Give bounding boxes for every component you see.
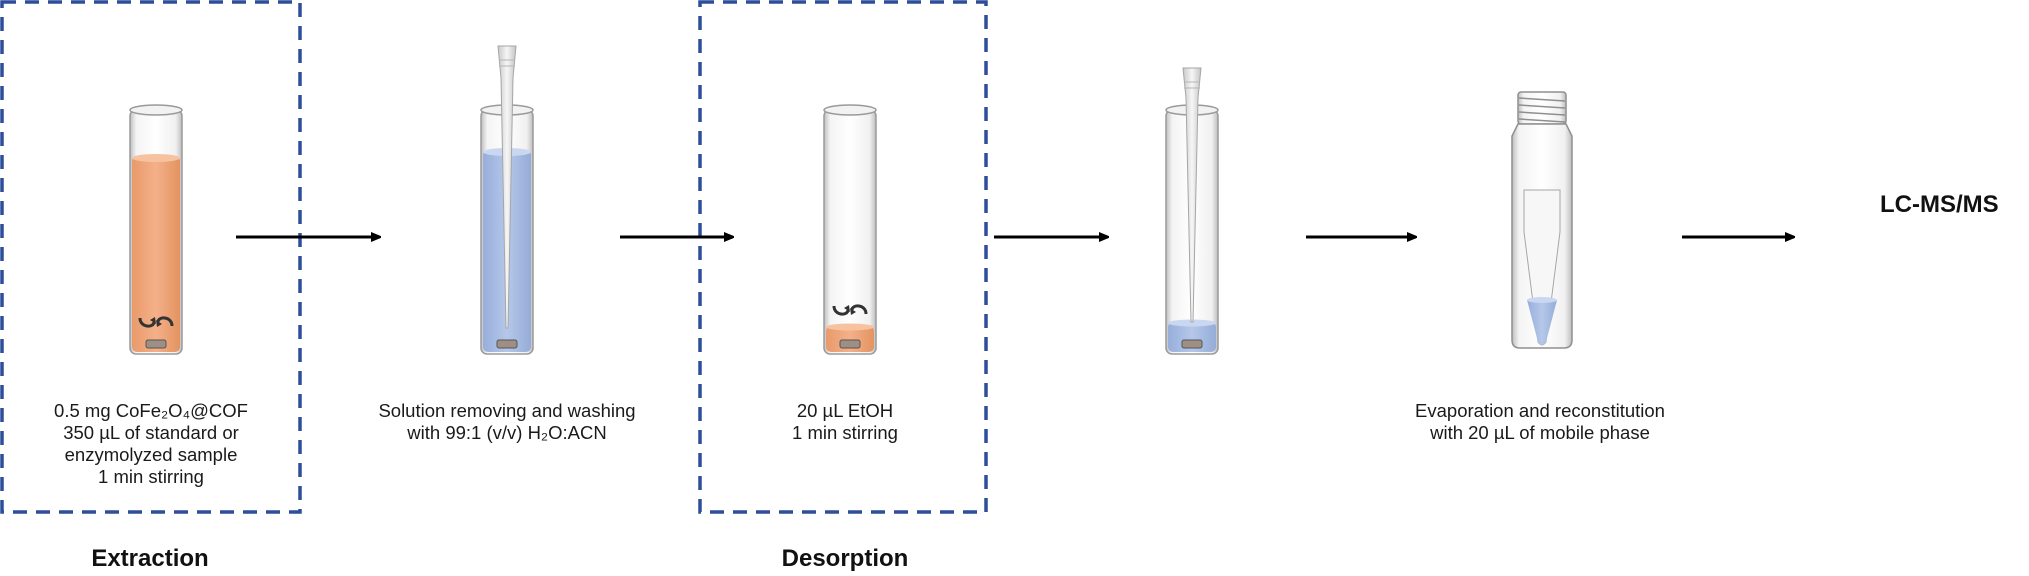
caption-line: 0.5 mg CoFe₂O₄@COF: [54, 400, 248, 421]
stir-bar-icon: [145, 339, 167, 349]
stir-bar-icon: [839, 339, 861, 349]
caption-line: Solution removing and washing: [378, 400, 636, 421]
pipette-tip-icon: [497, 45, 517, 329]
collection-tube: [1165, 67, 1219, 355]
pipette-tip-icon: [1182, 67, 1202, 323]
extraction-box: [0, 0, 302, 514]
desorption-label: Desorption: [781, 545, 909, 572]
stage-5-caption: Evaporation and reconstitution with 20 µ…: [1380, 400, 1700, 444]
caption-line: 1 min stirring: [98, 466, 204, 487]
desorption-tube: [823, 104, 877, 355]
stir-bar-icon: [496, 339, 518, 349]
extraction-tube: [129, 104, 183, 355]
caption-line: with 20 µL of mobile phase: [1430, 422, 1650, 443]
stage-3-caption: 20 µL EtOH 1 min stirring: [740, 400, 950, 444]
caption-line: 20 µL EtOH: [796, 400, 894, 421]
desorption-box: [698, 0, 988, 514]
caption-line: enzymolyzed sample: [64, 444, 238, 465]
stage-2-caption: Solution removing and washing with 99:1 …: [352, 400, 662, 444]
extraction-label: Extraction: [91, 545, 209, 572]
final-step-label: LC-MS/MS: [1880, 191, 1999, 218]
screw-cap-vial-icon: [1511, 91, 1573, 349]
caption-line: with 99:1 (v/v) H₂O:ACN: [407, 422, 607, 443]
stir-bar-icon: [1181, 339, 1203, 349]
washing-tube: [480, 45, 534, 355]
caption-line: 1 min stirring: [792, 422, 898, 443]
stage-1-caption: 0.5 mg CoFe₂O₄@COF 350 µL of standard or…: [16, 400, 286, 488]
caption-line: 350 µL of standard or: [63, 422, 239, 443]
caption-line: Evaporation and reconstitution: [1415, 400, 1665, 421]
